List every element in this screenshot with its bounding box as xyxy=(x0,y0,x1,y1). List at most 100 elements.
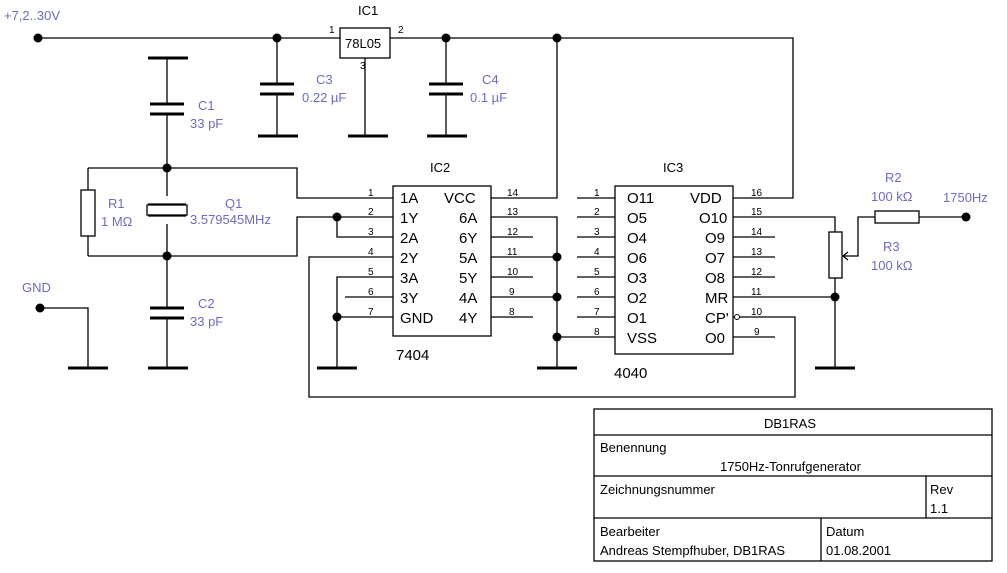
ic2-pin-name: 2A xyxy=(400,230,418,247)
ic3-pin-name: O2 xyxy=(627,290,647,307)
ic2-pin-num: 7 xyxy=(368,307,374,318)
ic3-pin-num: 13 xyxy=(751,247,763,258)
output-network xyxy=(815,210,971,370)
ic2-pin-num: 3 xyxy=(368,227,374,238)
ic3-pin-name: CP' xyxy=(705,310,729,327)
ic2-box xyxy=(308,38,796,398)
ic2-pin-name: 1Y xyxy=(400,210,418,227)
ic2-left-pins: 1 2 3 4 5 6 7 1A 1Y 2A 2Y 3A 3Y GND xyxy=(368,188,434,327)
q1-value: 3.579545MHz xyxy=(190,212,271,227)
ic3-pin-name: MR xyxy=(705,290,728,307)
ic3-pin-name: O0 xyxy=(705,330,725,347)
ic1-pin-gnd: 3 xyxy=(360,61,366,72)
c2-ref: C2 xyxy=(198,296,215,311)
ic3-pin-name: O4 xyxy=(627,230,647,247)
ic2-pin-name: 5A xyxy=(459,250,477,267)
ic3-box xyxy=(557,185,836,355)
r3-value: 100 kΩ xyxy=(871,258,913,273)
ic3-pin-num: 8 xyxy=(594,327,600,338)
c1-value: 33 pF xyxy=(190,116,223,131)
ic1-ref: IC1 xyxy=(358,3,378,18)
ic2-pin-name: 5Y xyxy=(459,270,477,287)
ic3-pin-name: VSS xyxy=(627,330,657,347)
ic2-pin-num: 11 xyxy=(507,247,518,258)
ic2-pin-name: 3Y xyxy=(400,290,418,307)
c2-value: 33 pF xyxy=(190,314,223,329)
gnd-label: GND xyxy=(22,280,51,295)
ic2-pin-name: 1A xyxy=(400,190,418,207)
c4-capacitor xyxy=(427,38,467,138)
tb-editor-label: Bearbeiter xyxy=(600,524,661,539)
output-label: 1750Hz xyxy=(943,190,988,205)
ic3-pin-num: 14 xyxy=(751,227,763,238)
ic2-type: 7404 xyxy=(396,347,429,364)
vin-label: +7,2..30V xyxy=(4,8,60,23)
r2-value: 100 kΩ xyxy=(871,189,913,204)
ic2-pin-num: 12 xyxy=(507,227,519,238)
ic2-pin-num: 1 xyxy=(368,188,374,199)
ic3-pin-name: O9 xyxy=(705,230,725,247)
oscillator xyxy=(80,56,393,370)
ic2-pin-num: 5 xyxy=(368,267,374,278)
tb-date-label: Datum xyxy=(826,524,864,539)
tb-rev-value: 1.1 xyxy=(930,501,948,516)
c1-ref: C1 xyxy=(198,98,215,113)
ic2-pin-num: 9 xyxy=(509,287,515,298)
ic3-pin-num: 4 xyxy=(594,247,600,258)
ic3-pin-name: O6 xyxy=(627,250,647,267)
ic3-pin-name: O5 xyxy=(627,210,647,227)
tb-author-short: DB1RAS xyxy=(764,416,816,431)
q1-ref: Q1 xyxy=(225,196,242,211)
tb-name-label: Benennung xyxy=(600,440,667,455)
title-block xyxy=(593,408,993,562)
ic2-pin-name: VCC xyxy=(444,190,476,207)
ic2-pin-name: 4Y xyxy=(459,310,477,327)
r1-value: 1 MΩ xyxy=(101,214,133,229)
ic3-pin-name: O11 xyxy=(627,190,654,207)
ic3-pin-num: 2 xyxy=(594,207,600,218)
ic3-pin-num: 15 xyxy=(751,207,763,218)
ic2-pin-num: 4 xyxy=(368,247,374,258)
ic3-pin-num: 7 xyxy=(594,307,600,318)
r1-ref: R1 xyxy=(108,196,125,211)
ic2-pin-num: 2 xyxy=(368,207,374,218)
c4-ref: C4 xyxy=(482,72,499,87)
ic2-pin-name: 4A xyxy=(459,290,477,307)
ic3-pin-num: 6 xyxy=(594,287,600,298)
ic3-pin-num: 12 xyxy=(751,267,763,278)
ic2-pin-num: 10 xyxy=(507,267,519,278)
ic1-regulator xyxy=(339,27,391,138)
r2-ref: R2 xyxy=(885,170,902,185)
ic3-pin-name: O1 xyxy=(627,310,647,327)
c4-value: 0.1 µF xyxy=(470,90,507,105)
ic1-type: 78L05 xyxy=(345,36,381,51)
ic3-pin-name: O8 xyxy=(705,270,725,287)
ic2-pin-name: 3A xyxy=(400,270,418,287)
ic1-pin-out: 2 xyxy=(398,25,404,36)
c3-ref: C3 xyxy=(316,72,333,87)
c3-capacitor xyxy=(258,38,298,138)
tb-editor-value: Andreas Stempfhuber, DB1RAS xyxy=(600,543,785,558)
tb-rev-label: Rev xyxy=(930,482,954,497)
ic1-pin-in: 1 xyxy=(329,25,335,36)
ic3-pin-name: O3 xyxy=(627,270,647,287)
r3-ref: R3 xyxy=(883,239,900,254)
ic3-pin-num: 11 xyxy=(751,287,762,298)
ic3-pin-num: 3 xyxy=(594,227,600,238)
ic2-pin-name: 2Y xyxy=(400,250,418,267)
ic3-pin-name: O10 xyxy=(699,210,727,227)
c3-value: 0.22 µF xyxy=(302,90,346,105)
tb-drawing-label: Zeichnungsnummer xyxy=(600,482,716,497)
ic2-pin-num: 6 xyxy=(368,287,374,298)
ic3-pin-name: O7 xyxy=(705,250,725,267)
ic2-pin-name: 6A xyxy=(459,210,477,227)
ic3-ref: IC3 xyxy=(663,160,683,175)
ic3-pin-num: 16 xyxy=(751,188,763,199)
ic3-pin-num: 5 xyxy=(594,267,600,278)
ic2-pin-num: 13 xyxy=(507,207,519,218)
tb-date-value: 01.08.2001 xyxy=(826,543,891,558)
ic3-type: 4040 xyxy=(614,365,647,382)
ic2-pin-num: 14 xyxy=(507,188,519,199)
ic3-right-pins: 16 15 14 13 12 11 10 9 VDD O10 O9 O7 O8 … xyxy=(690,188,763,347)
ic2-pin-num: 8 xyxy=(509,307,515,318)
